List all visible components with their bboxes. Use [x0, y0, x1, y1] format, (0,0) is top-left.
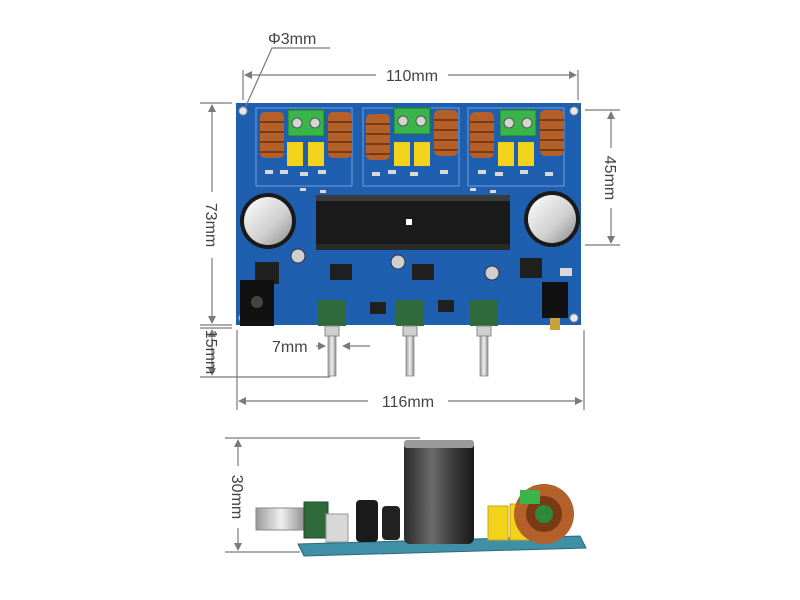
inductor-coils: [260, 110, 564, 160]
potentiometer-knob-volume: [476, 325, 492, 377]
coil-icon: [540, 110, 564, 156]
dc-power-jack: [240, 280, 274, 326]
coil-icon: [434, 110, 458, 156]
board-width-label: 110mm: [386, 68, 438, 85]
electrolytic-capacitor-left: [240, 193, 296, 249]
potentiometer-bodies: [318, 300, 498, 326]
mounting-hole-icon: [569, 106, 579, 116]
potentiometer-knob-treble: [324, 325, 340, 377]
board-side-view: [255, 440, 587, 557]
electrolytic-capacitor-right: [524, 191, 580, 247]
potentiometer-shaft-side: [255, 507, 307, 531]
coil-icon: [366, 114, 390, 160]
coil-icon: [328, 112, 352, 158]
dimension-labels: Φ3mm 110mm 116mm 7mm 73mm 45mm 15mm 30mm: [202, 31, 618, 519]
terminal-block-icon: [287, 109, 325, 137]
pcb-board-side: [297, 535, 587, 557]
side-height-label: 30mm: [228, 475, 245, 519]
potentiometer-knob-bass: [402, 325, 418, 377]
board-top-view: [236, 103, 581, 377]
terminal-blocks: [287, 107, 537, 137]
heatsink: [316, 195, 510, 250]
audio-input-jack: [542, 282, 568, 330]
mounting-hole-icon: [238, 106, 248, 116]
hole-diameter-label: Φ3mm: [268, 31, 316, 48]
section-height-label: 45mm: [601, 156, 618, 200]
board-height-label: 73mm: [202, 203, 219, 247]
knob-spacing-label: 7mm: [272, 339, 308, 356]
mounting-hole-icon: [569, 313, 579, 323]
coil-icon: [470, 112, 494, 158]
coil-icon: [260, 112, 284, 158]
smd-components: [265, 170, 553, 193]
ic-chips: [255, 248, 572, 314]
electrolytic-capacitor-side: [404, 440, 474, 544]
knob-length-label: 15mm: [202, 330, 219, 374]
terminal-block-icon: [499, 109, 537, 137]
dimension-lines: [200, 47, 620, 553]
terminal-block-icon: [393, 107, 431, 135]
total-width-label: 116mm: [382, 394, 434, 411]
film-capacitors: [287, 142, 534, 166]
